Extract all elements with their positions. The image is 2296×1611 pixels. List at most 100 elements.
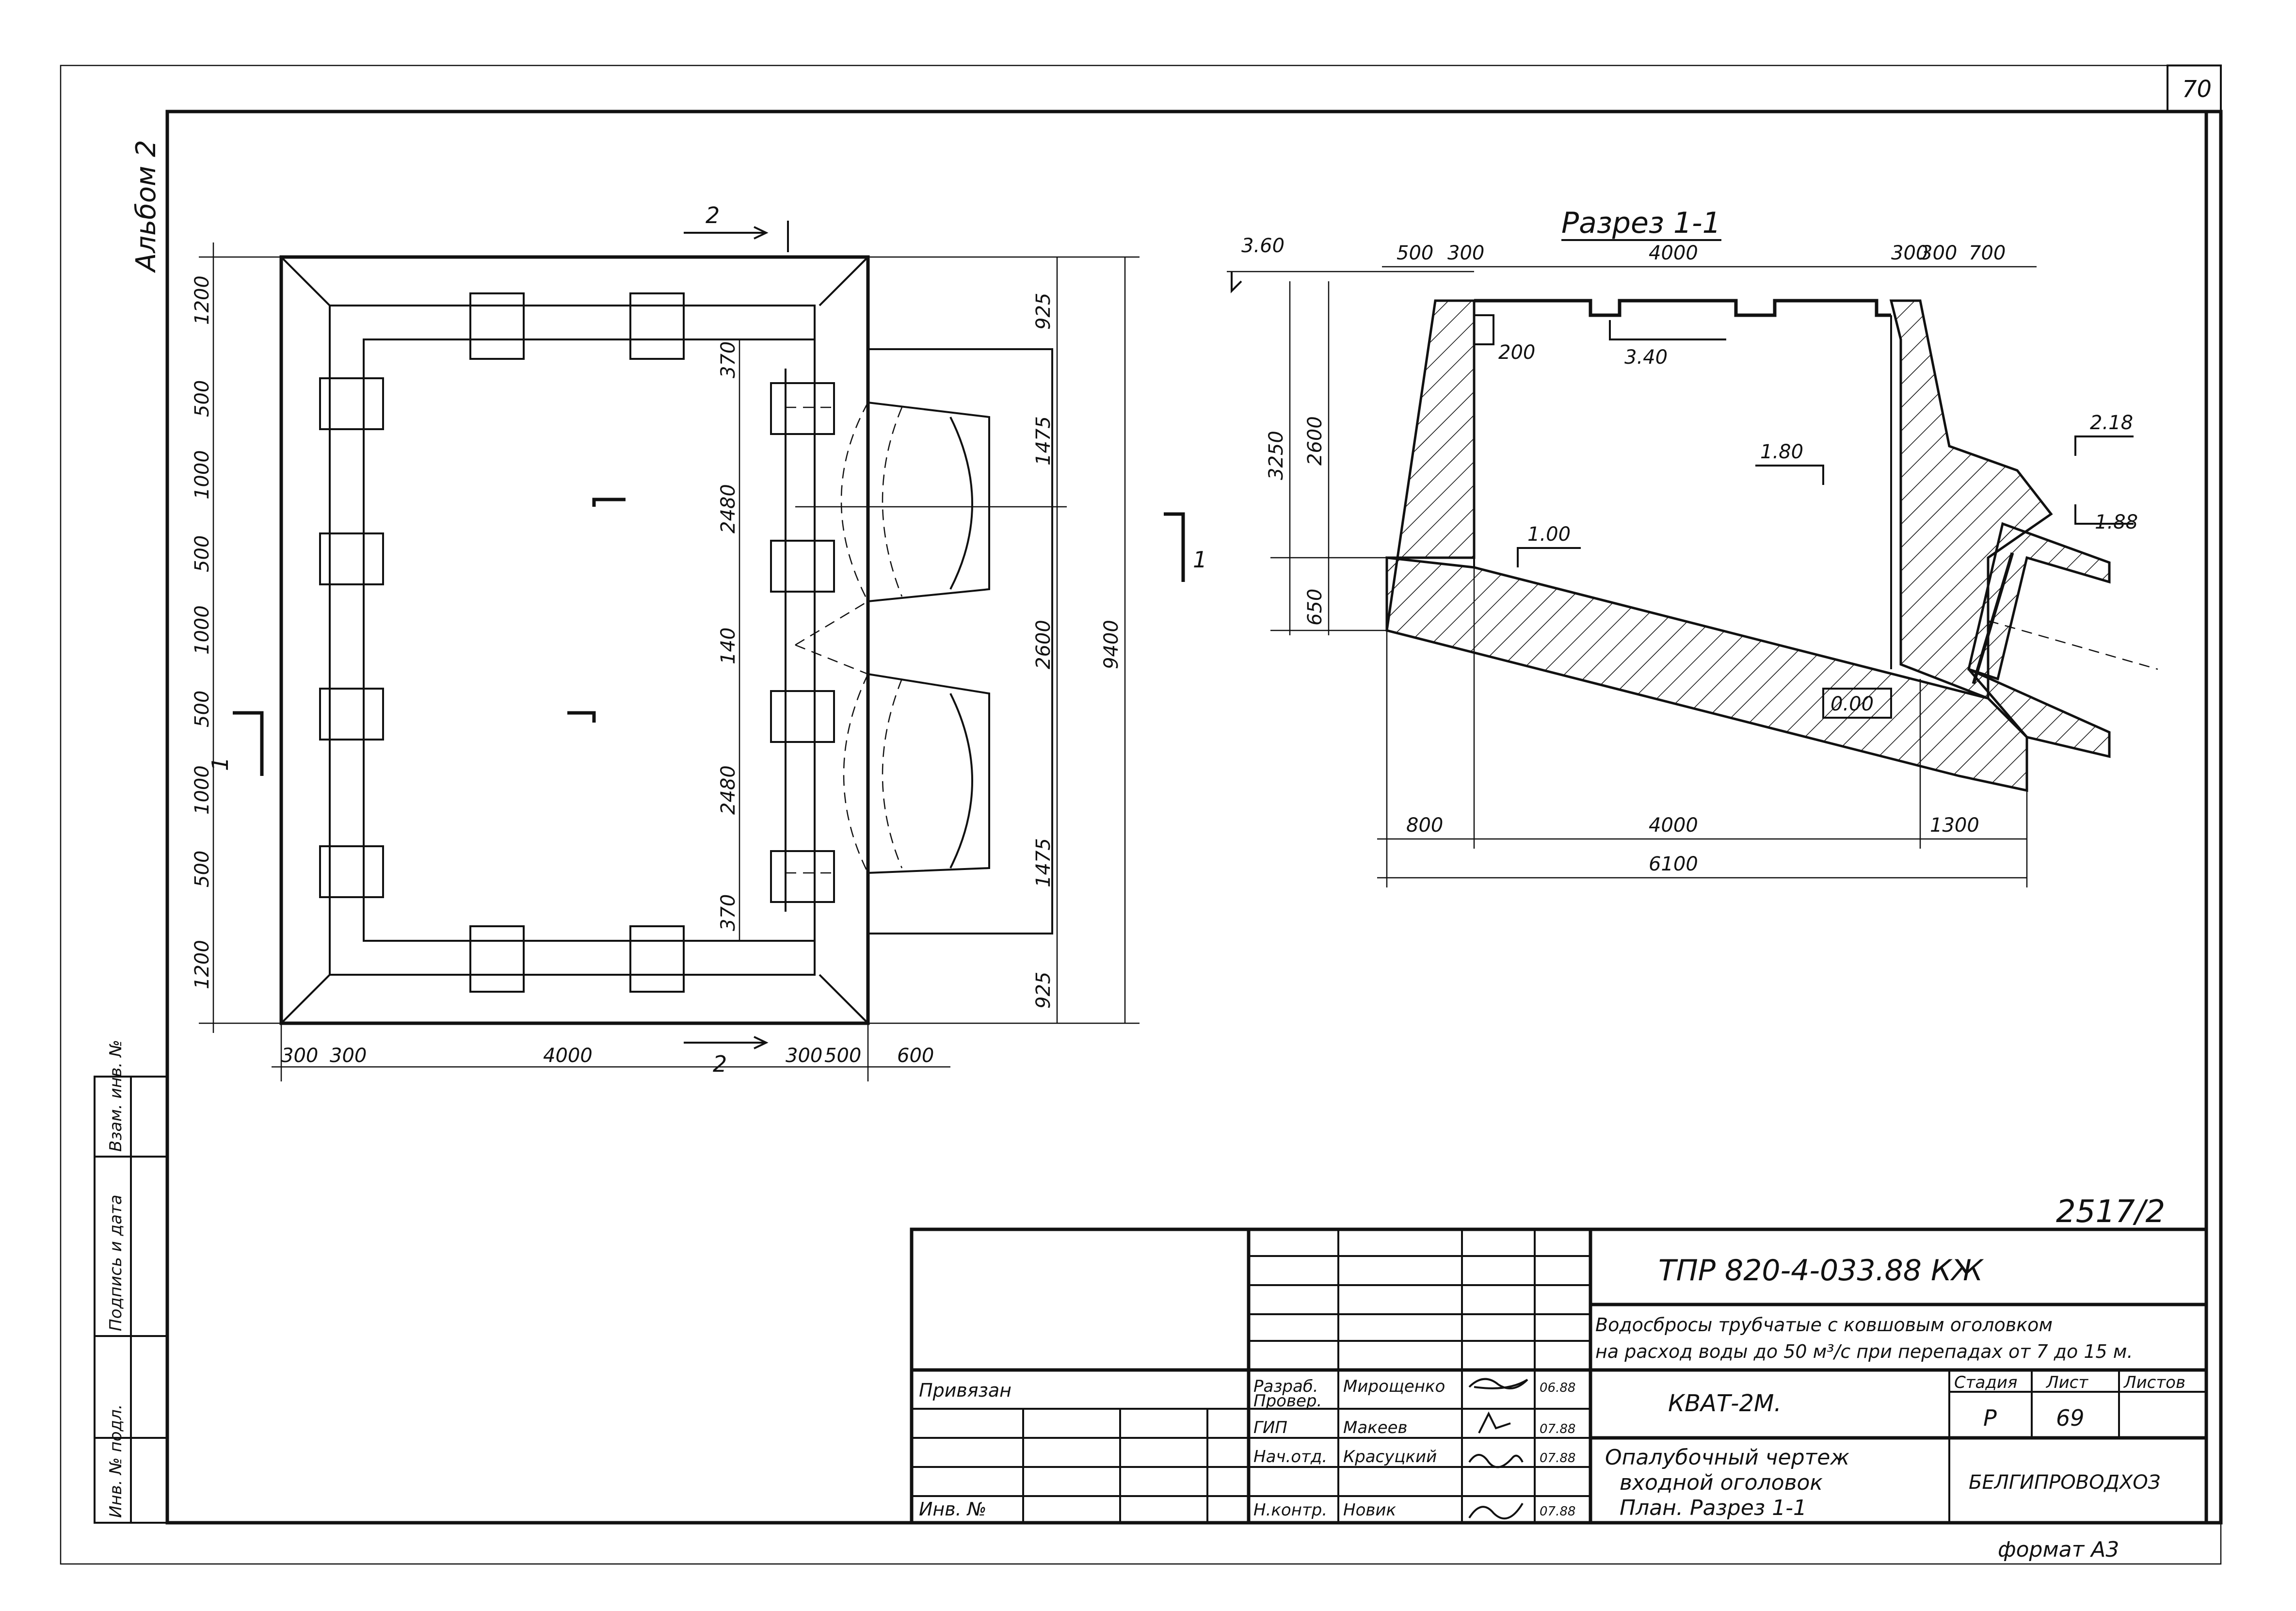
tb-role-1-date: 06.88 [1540,1381,1575,1395]
tb-role-4-date: 07.88 [1540,1451,1575,1466]
section-dim-top-6: 700 [1969,242,2006,264]
tb-role-4: Нач.отд. [1253,1447,1327,1466]
plan-dim-right-inner-3: 140 [717,628,739,664]
plan-dim-left-4: 500 [191,535,213,572]
tb-role-5: Н.контр. [1253,1500,1327,1520]
section-dim-top-4: 300 [1891,242,1928,264]
plan-dim-right-inner-1: 370 [717,341,739,378]
plan-dims-bottom: 300 300 4000 300 500 600 [281,1045,934,1067]
plan-dim-bottom-1: 300 [281,1045,318,1067]
plan-dim-right-outer-2: 1475 [1032,416,1055,466]
tb-privyazan: Привязан [919,1380,1012,1401]
tb-role-1: Разраб. [1253,1377,1318,1396]
section-dim-left-2: 2600 [1304,416,1326,466]
level-1-80: 1.80 [1760,441,1803,463]
section-dim-bottom-4: 6100 [1649,853,1698,875]
section-dim-top-3: 4000 [1649,242,1698,264]
section-dim-top-1: 500 [1397,242,1433,264]
tb-role-2: Провер. [1253,1391,1322,1411]
plan-dim-right-outer-5: 925 [1032,972,1055,1009]
strip-inv-no: Инв. № подл. [106,1404,126,1518]
sheet-number: 70 [2182,76,2212,103]
plan-dim-bottom-6: 600 [897,1045,934,1067]
strip-sign-date: Подпись и дата [106,1194,126,1331]
section-dim-left-1: 3250 [1265,431,1287,480]
plan-dim-right-outer-3: 2600 [1032,620,1055,669]
level-1-88: 1.88 [2095,511,2138,533]
left-strip [94,1076,168,1524]
plan-view [233,221,1185,1049]
tb-code: ТПР 820-4-033.88 КЖ [1658,1254,1984,1288]
plan-dim-bottom-4: 300 [786,1045,822,1067]
section-dim-bottom-1: 800 [1406,814,1443,837]
doc-number-top: 2517/2 [2056,1194,2165,1230]
tb-drawing-title-2: входной оголовок [1620,1470,1823,1495]
tb-sheet-label: Лист [2045,1373,2088,1392]
tb-roles: Разраб. Мирощенко 06.88 Провер. ГИП Маке… [1253,1377,1575,1520]
format-label: формат А3 [1998,1537,2119,1562]
tb-stage-value: Р [1983,1405,1997,1431]
tb-stage-label: Стадия [1954,1373,2017,1392]
section-dim-left-3: 650 [1304,589,1326,626]
plan-dim-right-outer-1: 925 [1032,293,1055,330]
tb-role-3-date: 07.88 [1540,1422,1575,1436]
plan-dims-right-outer: 925 1475 2600 1475 925 9400 [1032,293,1123,1009]
section-title: Разрез 1-1 [1561,206,1721,240]
section-dim-200: 200 [1498,341,1535,364]
section-dim-bottom-3: 1300 [1930,814,1979,837]
tb-description-2: на расход воды до 50 м³/с при перепадах … [1595,1341,2133,1362]
tb-role-1-name: Мирощенко [1343,1377,1445,1396]
plan-dim-bottom-5: 500 [824,1045,861,1067]
level-0-00: 0.00 [1830,693,1874,715]
plan-dim-bottom-3: 4000 [543,1045,593,1067]
tb-drawing-title-1: Опалубочный чертеж [1605,1445,1849,1470]
tb-role-3-name: Макеев [1343,1418,1408,1437]
plan-section-2-top: 2 [706,202,720,228]
plan-section-2-bottom: 2 [713,1051,727,1077]
title-block [910,1227,2208,1525]
plan-dim-left-5: 1000 [191,605,213,655]
tb-role-4-name: Красуцкий [1343,1447,1437,1466]
plan-dim-right-inner-2: 2480 [717,484,739,533]
plan-dim-left-8: 500 [191,851,213,887]
tb-drawing-title-3: План. Разрез 1-1 [1620,1496,1807,1520]
section-dim-top-5: 300 [1920,242,1957,264]
tb-role-5-name: Новик [1343,1500,1397,1520]
plan-dim-left-1: 1200 [191,275,213,325]
plan-dim-left-7: 1000 [191,765,213,815]
plan-dimension-lines [199,242,1140,1081]
plan-dim-left-2: 500 [191,380,213,417]
plan-dim-total: 9400 [1100,620,1123,669]
plan-dim-left-6: 500 [191,691,213,727]
signatures [1468,1378,1528,1520]
tb-sheets-label: Листов [2123,1373,2185,1392]
level-1-00: 1.00 [1527,523,1571,546]
plan-dims-left: 1200 500 1000 500 1000 500 1000 500 1200 [191,275,213,989]
plan-dim-right-inner-4: 2480 [717,765,739,815]
plan-dim-left-3: 1000 [191,450,213,499]
section-view [1227,271,2158,792]
section-dim-bottom-2: 4000 [1649,814,1698,837]
tb-object: КВАТ-2М. [1668,1390,1782,1417]
plan-dim-left-9: 1200 [191,940,213,989]
tb-role-5-date: 07.88 [1540,1504,1575,1519]
sheet-frame [60,64,2223,1565]
section-dim-top-2: 300 [1447,242,1484,264]
plan-dim-right-inner-5: 370 [717,894,739,931]
tb-description-1: Водосбросы трубчатые с ковшовым оголовко… [1595,1314,2053,1336]
section-dims: 500 300 4000 300 300 700 3250 2600 650 8… [1241,235,2138,875]
plan-dim-right-outer-4: 1475 [1032,838,1055,887]
plan-section-1-right: 1 [1193,547,1207,573]
plan-dim-bottom-2: 300 [330,1045,367,1067]
tb-inv-no: Инв. № [919,1498,986,1520]
level-3-40: 3.40 [1624,346,1668,369]
strip-vzam-inv: Взам. инв. № [106,1040,126,1152]
tb-role-3: ГИП [1253,1418,1287,1437]
plan-dims-right-inner: 370 2480 140 2480 370 [717,341,739,931]
tb-sheet-value: 69 [2056,1405,2085,1431]
section-dimension-lines [1231,266,2134,887]
level-2-18: 2.18 [2090,412,2133,434]
plan-section-1-left: 1 [207,757,233,771]
album-label: Альбом 2 [130,140,162,273]
